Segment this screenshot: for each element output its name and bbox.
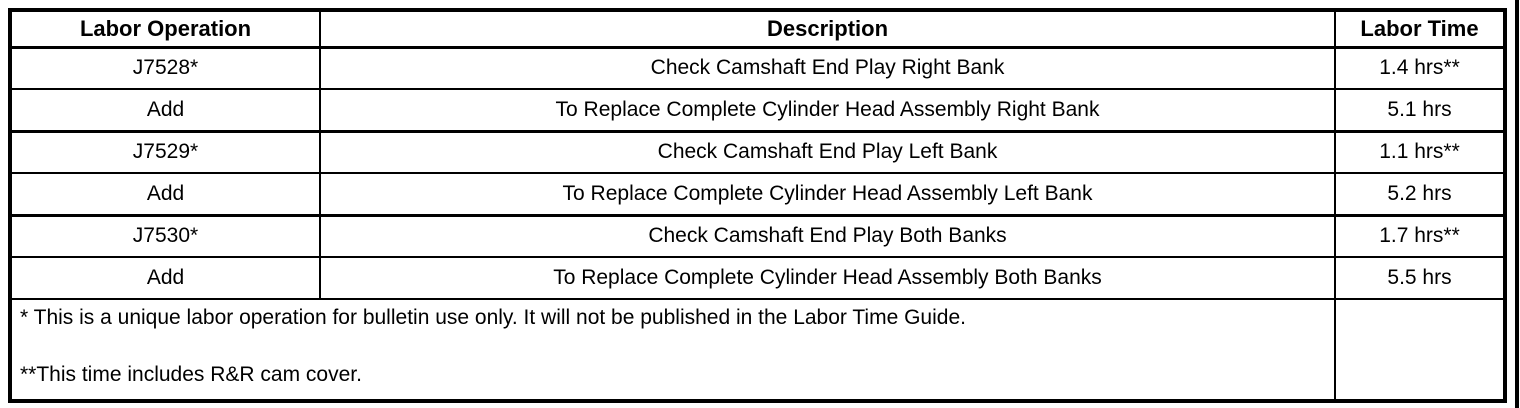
column-header-labor-time: Labor Time: [1334, 8, 1507, 49]
cell-description: Check Camshaft End Play Right Bank: [319, 46, 1336, 90]
footnote-time-includes: **This time includes R&R cam cover.: [20, 363, 362, 386]
cell-operation: J7530*: [8, 213, 321, 258]
cell-labor-time: 5.2 hrs: [1334, 172, 1507, 216]
column-header-description: Description: [319, 8, 1336, 49]
cell-operation: J7528*: [8, 46, 321, 90]
footnotes-empty-time-cell: [1334, 298, 1507, 403]
table-row-j7528: J7528* Check Camshaft End Play Right Ban…: [8, 46, 1507, 90]
cell-operation: Add: [8, 88, 321, 132]
cell-description: Check Camshaft End Play Both Banks: [319, 213, 1336, 258]
cell-operation: Add: [8, 172, 321, 216]
cell-description: To Replace Complete Cylinder Head Assemb…: [319, 88, 1336, 132]
cell-operation: Add: [8, 256, 321, 300]
cell-operation: J7529*: [8, 129, 321, 174]
cell-description: To Replace Complete Cylinder Head Assemb…: [319, 172, 1336, 216]
cell-labor-time: 1.7 hrs**: [1334, 213, 1507, 258]
footnotes-cell: * This is a unique labor operation for b…: [8, 298, 1336, 403]
table-row-add-both-banks: Add To Replace Complete Cylinder Head As…: [8, 256, 1507, 300]
header-row: Labor Operation Description Labor Time: [8, 8, 1507, 49]
cell-labor-time: 1.4 hrs**: [1334, 46, 1507, 90]
cell-labor-time: 5.1 hrs: [1334, 88, 1507, 132]
table-row-add-right-bank: Add To Replace Complete Cylinder Head As…: [8, 88, 1507, 132]
cell-description: To Replace Complete Cylinder Head Assemb…: [319, 256, 1336, 300]
labor-operations-table: Labor Operation Description Labor Time J…: [8, 8, 1507, 403]
footnotes-row: * This is a unique labor operation for b…: [8, 298, 1507, 403]
cell-labor-time: 5.5 hrs: [1334, 256, 1507, 300]
footnote-unique-operation: * This is a unique labor operation for b…: [20, 306, 966, 329]
column-header-labor-operation: Labor Operation: [8, 8, 321, 49]
cell-labor-time: 1.1 hrs**: [1334, 129, 1507, 174]
cell-description: Check Camshaft End Play Left Bank: [319, 129, 1336, 174]
table-row-j7530: J7530* Check Camshaft End Play Both Bank…: [8, 213, 1507, 258]
page-edge-line: [1515, 0, 1519, 408]
table-row-j7529: J7529* Check Camshaft End Play Left Bank…: [8, 129, 1507, 174]
table-row-add-left-bank: Add To Replace Complete Cylinder Head As…: [8, 172, 1507, 216]
